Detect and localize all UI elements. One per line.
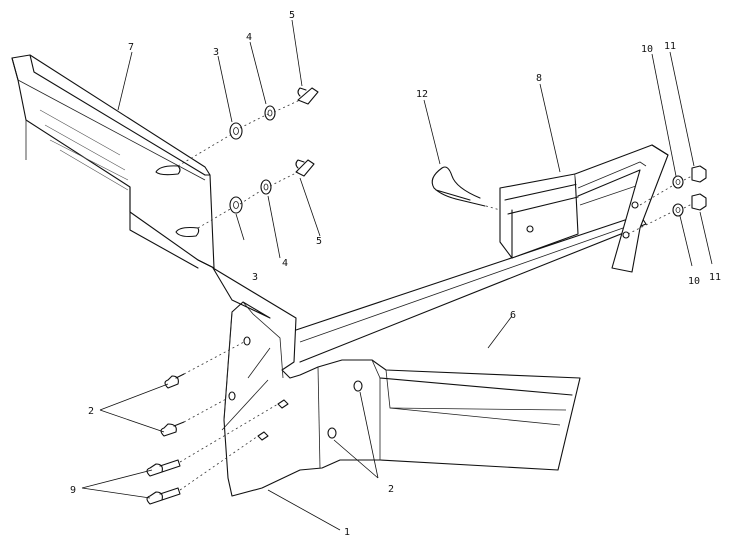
part-8-clamp-bracket <box>499 144 669 273</box>
callout-12: 12 <box>416 89 428 100</box>
callout-2-right: 2 <box>388 484 394 495</box>
callout-5-lower: 5 <box>316 236 322 247</box>
part-6-support-bar <box>295 214 647 363</box>
wing-nut-5-upper <box>297 87 319 105</box>
callout-4-lower: 4 <box>282 258 288 269</box>
nut-9-lower <box>257 431 269 441</box>
hardware-upper <box>229 87 319 214</box>
lock-washer-10-lower <box>672 203 684 217</box>
bolt-9-lower <box>146 487 181 505</box>
part-1-main-bracket <box>212 267 581 497</box>
callout-9: 9 <box>70 485 76 496</box>
callout-10-upper: 10 <box>641 44 653 55</box>
carriage-bolts <box>146 373 289 505</box>
nut-9-upper <box>277 399 289 409</box>
callout-labels: 7 3 4 5 3 4 5 12 8 10 11 10 11 6 2 2 9 1 <box>70 10 721 538</box>
callout-10-lower: 10 <box>688 276 700 287</box>
washer-4-upper <box>264 105 276 121</box>
callout-3-upper: 3 <box>213 47 219 58</box>
lock-washer-10-upper <box>672 175 684 189</box>
callout-4-upper: 4 <box>246 32 252 43</box>
nut-11-lower <box>691 193 707 211</box>
callout-2-left: 2 <box>88 406 94 417</box>
bolt-2-upper <box>164 373 185 389</box>
callout-3-lower: 3 <box>252 272 258 283</box>
part-7-deflector-plate <box>11 54 215 269</box>
callout-6: 6 <box>510 310 516 321</box>
washer-4-lower <box>260 179 272 195</box>
lock-washer-3-upper <box>229 122 243 140</box>
leader-lines <box>81 19 713 531</box>
callout-5-upper: 5 <box>289 10 295 21</box>
callout-8: 8 <box>536 73 542 84</box>
part-12-hair-pin <box>431 166 486 207</box>
callout-1: 1 <box>344 527 350 538</box>
lock-washer-3-lower <box>229 196 243 214</box>
callout-11-lower: 11 <box>709 272 721 283</box>
hardware-right <box>672 165 707 217</box>
bolt-9-upper <box>146 459 181 477</box>
bolt-2-lower <box>160 421 185 437</box>
callout-7: 7 <box>128 42 134 53</box>
nut-11-upper <box>691 165 707 183</box>
wing-nut-5-lower <box>295 159 315 177</box>
callout-11-upper: 11 <box>664 41 676 52</box>
